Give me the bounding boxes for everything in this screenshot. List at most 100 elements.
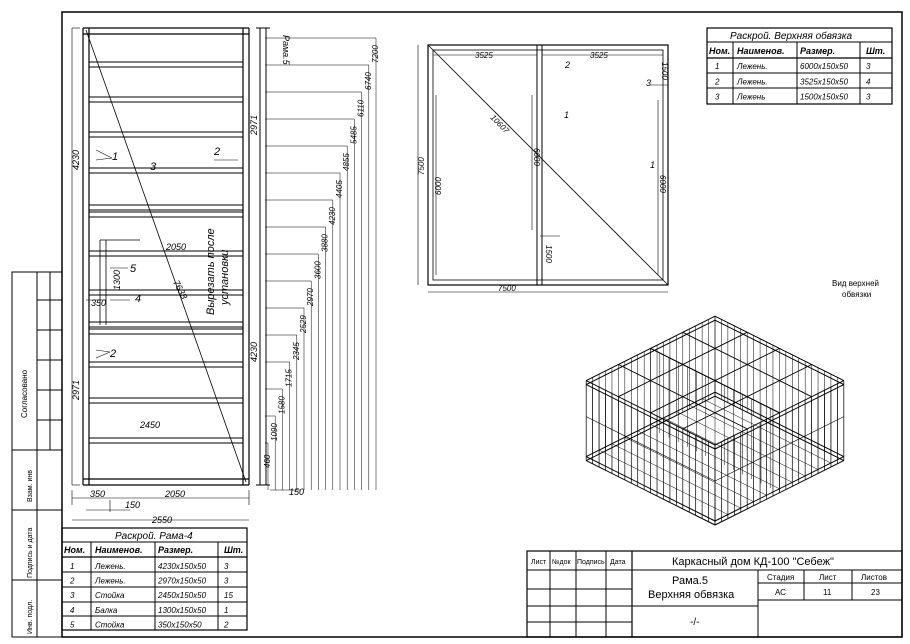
dim-b-150: 150 (125, 500, 140, 510)
dim-w-350: 350 (91, 298, 106, 308)
plan-view: 3525 3525 7500 7500 6000 6000 6000 10607… (417, 44, 669, 293)
table-frame-cells-cell-1-2: 2970х150х50 (157, 577, 207, 586)
plan-callout-1b: 1 (650, 160, 655, 170)
plan-dim-top-right: 3525 (590, 51, 608, 60)
table-top-cells-cell-0-0: 1 (715, 62, 719, 71)
table-top-cells-header-2: Размер. (800, 46, 835, 56)
side-label-inv-orig: Инв. подл. (27, 600, 34, 634)
frame-callout-4: 4 (135, 293, 141, 305)
table-top: Раскрой. Верхняя обвязка Ном.Наименов.Ра… (706, 27, 893, 105)
frame-note-line1: Вырезать после (205, 228, 217, 315)
frame-callout-3: 3 (150, 161, 157, 173)
dim-h-bot: 2971 (71, 380, 81, 401)
frame-callout-5: 5 (130, 263, 137, 275)
side-label-approved: Согласовано (20, 369, 29, 418)
table-top-cells-cell-2-2: 1500х150х50 (800, 93, 849, 102)
table-frame-cells-header-0: Ном. (64, 545, 85, 555)
table-frame: Раскрой. Рама-4 Ном.Наименов.Размер.Шт.1… (61, 527, 248, 631)
tb-project: Каркасный дом КД-100 "Себеж" (672, 556, 834, 568)
table-frame-cells-cell-4-1: Стойка (95, 620, 125, 629)
table-top-cells-cell-2-3: 3 (866, 93, 871, 102)
chain-dim-2529: 2529 (299, 315, 308, 334)
chain-dim-3880: 3880 (321, 234, 330, 252)
table-top-cells-cell-0-3: 3 (866, 62, 871, 71)
chain-dim-460: 460 (263, 454, 272, 468)
table-top-cells-cell-0-2: 6000х150х50 (800, 62, 849, 71)
table-top-cells-cell-2-0: 3 (715, 93, 720, 102)
tb-sheet-no: 11 (823, 588, 832, 597)
table-frame-cells-cell-3-0: 4 (70, 606, 75, 615)
table-top-cells-header-3: Шт. (866, 46, 885, 56)
table-frame-cells-cell-0-0: 1 (70, 562, 74, 571)
tb-sheets-label: Листов (861, 573, 887, 582)
dim-h-top: 4230 (71, 150, 81, 170)
table-frame-cells-cell-0-3: 3 (224, 562, 229, 571)
table-top-cells-cell-1-2: 3525х150х50 (800, 77, 849, 86)
table-top-cells-cell-1-0: 2 (714, 77, 720, 86)
table-frame-title: Раскрой. Рама-4 (115, 531, 193, 542)
table-frame-cells-cell-4-2: 350х150х50 (158, 620, 202, 629)
tb-sheet-label: Лист (819, 573, 837, 582)
chain-dim-5485: 5485 (349, 126, 358, 144)
frame-callout-1: 1 (112, 151, 118, 163)
tb-col-sign: Подпись (577, 559, 605, 566)
tb-col-sheet: Лист (531, 559, 547, 566)
chain-dim-7200: 7200 (371, 45, 380, 63)
chain-dim-1090: 1090 (270, 423, 279, 441)
dim-b-2550: 2550 (151, 515, 172, 525)
table-frame-cells-cell-1-1: Лежень. (94, 577, 126, 586)
chain-dim-2345: 2345 (292, 342, 301, 361)
chain-dim-1580: 1580 (277, 396, 286, 414)
dim-w-top: 2050 (165, 242, 186, 252)
chain-dim-4855: 4855 (342, 153, 351, 171)
table-frame-cells-cell-3-1: Балка (95, 606, 118, 615)
table-top-cells-cell-2-1: Лежень (736, 93, 765, 102)
tb-col-doc: №док (552, 559, 571, 566)
tb-sheets-total: 23 (871, 588, 880, 597)
frame-elevation: Рама.5 4230 2971 2971 4230 7638 2050 245… (71, 27, 380, 525)
table-frame-cells-cell-1-3: 3 (224, 577, 229, 586)
table-frame-cells-cell-3-2: 1300х150х50 (158, 606, 207, 615)
table-top-cells-header-0: Ном. (709, 46, 730, 56)
table-frame-cells-cell-0-1: Лежень. (94, 562, 126, 571)
frame-label: Рама.5 (281, 35, 291, 66)
tb-sheet-name-2: Верхняя обвязка (648, 589, 735, 601)
dim-w-mid: 2450 (139, 420, 160, 430)
tb-stage: АС (775, 588, 786, 597)
table-top-cells-cell-1-1: Лежень. (736, 77, 768, 86)
table-top-cells-cell-0-1: Лежень. (736, 62, 768, 71)
plan-dim-top-left: 3525 (475, 51, 493, 60)
table-frame-cells-cell-4-3: 2 (223, 620, 229, 629)
table-frame-cells-cell-2-1: Стойка (95, 591, 125, 600)
dim-b-350: 350 (90, 489, 105, 499)
side-label-sign-date: Подпись и дата (27, 528, 34, 578)
iso-caption-line1: Вид верхней (832, 279, 879, 288)
frame-callout-2: 2 (213, 146, 220, 158)
plan-callout-1: 1 (564, 110, 569, 120)
dim-h-right-top: 2971 (249, 115, 259, 136)
dim-b-2050: 2050 (164, 489, 185, 499)
sheet-border (61, 11, 903, 638)
iso-caption-line2: обвязки (842, 290, 871, 299)
title-block: Лист №док Подпись Дата Каркасный дом КД-… (526, 550, 903, 638)
dim-w-1300: 1300 (112, 270, 122, 290)
dim-b-150r: 150 (289, 487, 304, 497)
table-frame-cells-header-2: Размер. (158, 545, 193, 555)
side-strip: Согласовано Взам. инв Подпись и дата Инв… (11, 271, 63, 638)
plan-dim-left-inner: 6000 (434, 177, 443, 195)
table-frame-cells-cell-0-2: 4230х150х50 (158, 562, 207, 571)
chain-dim-6110: 6110 (357, 99, 366, 117)
isometric-view (585, 315, 845, 526)
table-frame-cells-header-3: Шт. (224, 545, 243, 555)
chain-dim-6740: 6740 (364, 72, 373, 90)
table-frame-cells-cell-2-3: 15 (224, 591, 233, 600)
plan-callout-3: 3 (646, 78, 651, 88)
chain-dim-3600: 3600 (313, 261, 322, 279)
plan-callout-2: 2 (564, 60, 570, 70)
table-top-cells-header-1: Наименов. (737, 46, 785, 56)
chain-dim-2970: 2970 (306, 288, 315, 307)
table-frame-cells-cell-3-3: 1 (224, 606, 228, 615)
plan-dim-bottom: 7500 (498, 284, 516, 293)
frame-note-line2: установки (219, 250, 231, 306)
